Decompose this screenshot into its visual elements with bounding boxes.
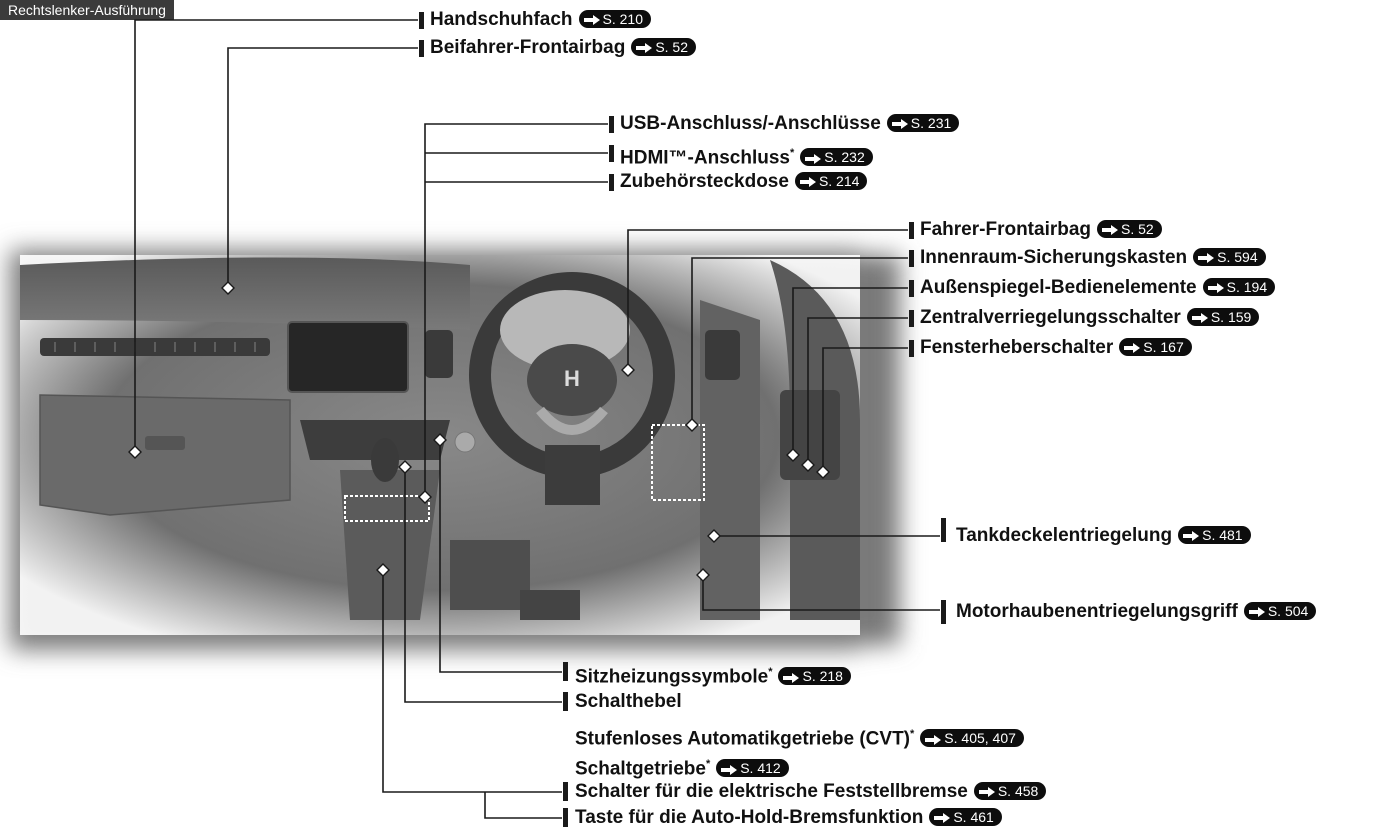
label-auto-hold: Taste für die Auto-Hold-Bremsfunktion S. …: [575, 806, 1002, 830]
label-usb-port: USB-Anschluss/-Anschlüsse S. 231: [620, 112, 960, 136]
page-ref-link[interactable]: S. 159: [1186, 307, 1260, 326]
page-ref-text: S. 405, 407: [944, 730, 1016, 747]
arrow-right-icon: [783, 672, 800, 683]
asterisk: *: [910, 728, 915, 740]
page-ref-text: S. 194: [1226, 278, 1268, 295]
page-ref-link[interactable]: S. 52: [631, 37, 697, 56]
arrow-right-icon: [1248, 607, 1265, 618]
label-cvt: Stufenloses Automatikgetriebe (CVT)* S. 4…: [575, 722, 1024, 751]
callout-text: Innenraum-Sicherungskasten: [920, 247, 1188, 268]
page-ref-text: S. 231: [910, 114, 952, 131]
arrow-right-icon: [891, 119, 908, 130]
callout-text: Sitzheizungssymbole: [575, 666, 769, 688]
callout-text: Motorhaubenentriegelungsgriff: [956, 601, 1238, 622]
callout-text: Tankdeckelentriegelung: [956, 525, 1173, 546]
arrow-right-icon: [934, 813, 951, 824]
arrow-right-icon: [1191, 313, 1208, 324]
callout-text: Fahrer-Frontairbag: [920, 219, 1092, 240]
page-ref-link[interactable]: S. 52: [1097, 219, 1162, 238]
label-passenger-airbag: Beifahrer-Frontairbag S. 52: [430, 36, 697, 60]
page-ref-link[interactable]: S. 594: [1193, 247, 1266, 266]
label-fuel-door: Tankdeckelentriegelung S. 481: [956, 524, 1251, 548]
page-ref-link[interactable]: S. 481: [1178, 525, 1251, 544]
page-ref-text: S. 412: [740, 760, 781, 777]
arrow-right-icon: [1198, 253, 1215, 264]
label-hdmi-port: HDMI™-Anschluss* S. 232: [620, 141, 873, 170]
arrow-right-icon: [583, 15, 600, 26]
callout-text: Zubehörsteckdose: [620, 171, 789, 192]
callout-text: USB-Anschluss/-Anschlüsse: [620, 113, 881, 134]
page-ref-text: S. 214: [818, 172, 860, 189]
callout-text: Schalter für die elektrische Feststellbr…: [575, 781, 968, 802]
asterisk: *: [789, 147, 795, 159]
page-ref-text: S. 210: [602, 10, 644, 27]
label-hood-release: Motorhaubenentriegelungsgriff S. 504: [956, 600, 1317, 624]
page-ref-link[interactable]: S. 214: [794, 171, 868, 190]
callout-text: HDMI™-Anschluss: [620, 147, 790, 169]
arrow-right-icon: [799, 177, 816, 188]
asterisk: *: [705, 758, 711, 770]
callout-text: Schaltgetriebe: [575, 758, 706, 780]
label-mirror-controls: Außenspiegel-Bedienelemente S. 194: [920, 276, 1276, 300]
callout-text: Stufenloses Automatikgetriebe (CVT): [575, 728, 911, 750]
callout-text: Fensterheberschalter: [920, 337, 1114, 358]
page-ref-text: S. 504: [1267, 602, 1309, 619]
page-ref-link[interactable]: S. 458: [973, 781, 1047, 800]
page-ref-text: S. 461: [953, 808, 994, 825]
arrow-right-icon: [1102, 225, 1119, 236]
arrow-right-icon: [805, 153, 822, 164]
page-ref-text: S. 458: [997, 782, 1039, 799]
callout-text: Handschuhfach: [430, 9, 573, 30]
callout-text: Schalthebel: [575, 691, 682, 712]
svg-text:H: H: [564, 366, 580, 391]
page-ref-text: S. 167: [1143, 338, 1184, 355]
arrow-right-icon: [925, 734, 942, 745]
page-ref-link[interactable]: S. 231: [886, 113, 960, 132]
page-ref-link[interactable]: S. 504: [1243, 601, 1317, 620]
arrow-right-icon: [1207, 283, 1224, 294]
page-ref-text: S. 52: [1121, 220, 1154, 237]
callout-text: Taste für die Auto-Hold-Bremsfunktion: [575, 807, 924, 828]
page-ref-link[interactable]: S. 218: [778, 667, 851, 686]
arrow-right-icon: [1183, 531, 1200, 542]
page-ref-text: S. 218: [802, 668, 843, 685]
callout-text: Außenspiegel-Bedienelemente: [920, 277, 1197, 298]
page-ref-link[interactable]: S. 461: [929, 807, 1002, 826]
arrow-right-icon: [1124, 343, 1141, 354]
page-ref-text: S. 52: [655, 38, 689, 55]
label-fuse-box: Innenraum-Sicherungskasten S. 594: [920, 246, 1266, 270]
page-ref-text: S. 481: [1202, 526, 1243, 543]
page-ref-link[interactable]: S. 210: [578, 9, 652, 28]
asterisk: *: [768, 666, 773, 678]
label-seat-heater: Sitzheizungssymbole* S. 218: [575, 660, 851, 689]
page-ref-link[interactable]: S. 194: [1202, 277, 1276, 296]
label-driver-airbag: Fahrer-Frontairbag S. 52: [920, 218, 1162, 242]
page-ref-link[interactable]: S. 167: [1119, 337, 1192, 356]
page-ref-text: S. 594: [1217, 248, 1258, 265]
arrow-right-icon: [978, 787, 995, 798]
callout-text: Zentralverriegelungsschalter: [920, 307, 1181, 328]
label-manual: Schaltgetriebe* S. 412: [575, 752, 789, 781]
label-shift-lever: Schalthebel: [575, 690, 682, 714]
label-window-switch: Fensterheberschalter S. 167: [920, 336, 1192, 360]
label-glovebox: Handschuhfach S. 210: [430, 8, 652, 32]
header-tag: Rechtslenker-Ausführung: [0, 0, 174, 20]
page-ref-text: S. 159: [1210, 308, 1252, 325]
label-parking-brake: Schalter für die elektrische Feststellbr…: [575, 780, 1047, 804]
page-ref-link[interactable]: S. 232: [800, 148, 873, 167]
page-ref-link[interactable]: S. 412: [716, 759, 789, 778]
arrow-right-icon: [721, 764, 738, 775]
label-central-lock: Zentralverriegelungsschalter S. 159: [920, 306, 1260, 330]
page-ref-link[interactable]: S. 405, 407: [920, 729, 1024, 748]
label-accessory-socket: Zubehörsteckdose S. 214: [620, 170, 868, 194]
callout-text: Beifahrer-Frontairbag: [430, 37, 626, 58]
page-ref-text: S. 232: [824, 149, 865, 166]
arrow-right-icon: [636, 43, 653, 54]
